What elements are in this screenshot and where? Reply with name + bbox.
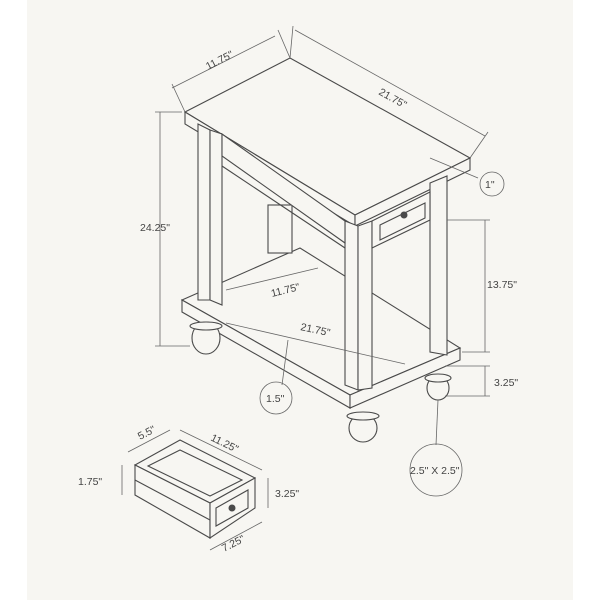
leg-size-label: 2.5" X 2.5" xyxy=(410,465,460,477)
table-legs xyxy=(197,123,448,391)
feet xyxy=(189,321,452,443)
bottom-shelf xyxy=(180,247,462,409)
drawer-detail xyxy=(121,429,269,551)
side-table-diagram: 11.75" 21.75" 24.25" 1" 13.75" 11.75" 21… xyxy=(78,25,518,555)
height-label: 24.25" xyxy=(140,222,170,234)
apron xyxy=(221,132,431,249)
drawer-detail-knob-icon xyxy=(228,504,236,512)
foot-height-label: 3.25" xyxy=(494,377,518,389)
drawer-depth-label: 5.5" xyxy=(136,424,158,443)
drawer-front-width-label: 7.25" xyxy=(220,533,247,555)
top-width-label: 21.75" xyxy=(377,86,409,111)
top-thickness-label: 1" xyxy=(485,179,495,191)
dimension-lines xyxy=(155,25,505,497)
shelf-thickness-label: 1.5" xyxy=(266,393,285,405)
drawer-front-height-label: 3.25" xyxy=(275,488,299,500)
diagram-canvas: 11.75" 21.75" 24.25" 1" 13.75" 11.75" 21… xyxy=(27,0,573,600)
shelf-clearance-label: 13.75" xyxy=(487,279,517,291)
drawer-knob-icon xyxy=(400,211,408,219)
drawer-height-label: 1.75" xyxy=(78,476,102,488)
top-depth-label: 11.75" xyxy=(204,49,236,73)
drawer-front xyxy=(379,202,426,241)
